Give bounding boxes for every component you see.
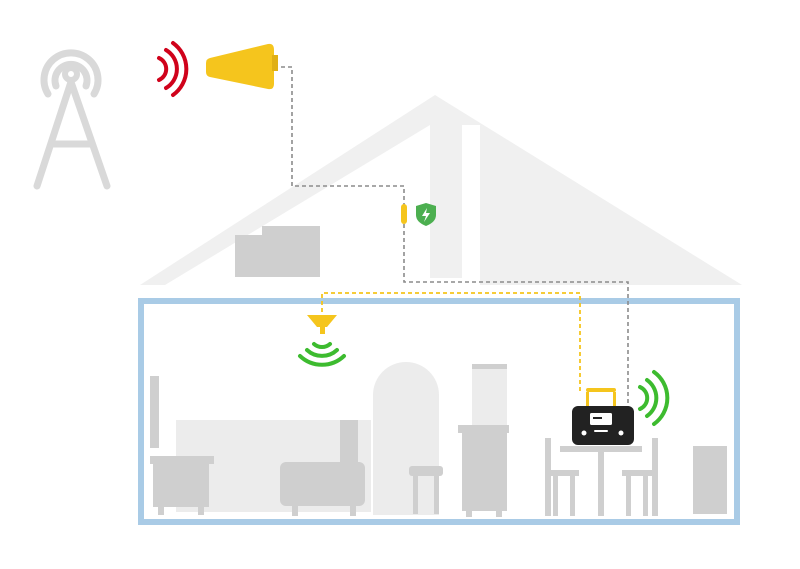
side-table bbox=[153, 464, 209, 507]
dining-table bbox=[560, 446, 642, 452]
dining-set bbox=[545, 438, 658, 516]
attic-box bbox=[235, 235, 320, 277]
indoor-antenna-icon bbox=[307, 315, 337, 334]
weak-signal-icon bbox=[157, 41, 189, 97]
arched-door bbox=[373, 362, 439, 515]
furniture bbox=[150, 362, 727, 517]
surge-protector bbox=[401, 203, 436, 226]
stool bbox=[409, 466, 443, 514]
lightning-shield-icon bbox=[416, 203, 436, 226]
cables bbox=[274, 66, 629, 415]
attic-box-top bbox=[262, 226, 320, 238]
tall-cabinet bbox=[458, 364, 509, 517]
right-cabinet bbox=[693, 446, 727, 514]
cable-outdoor-to-booster bbox=[274, 66, 629, 415]
roof bbox=[140, 95, 742, 285]
cell-tower-icon bbox=[33, 49, 111, 190]
side-table-top bbox=[150, 456, 214, 464]
house-wall bbox=[138, 298, 740, 525]
cable-booster-to-indoor-antenna bbox=[321, 292, 581, 392]
indoor-signal-icon bbox=[298, 342, 346, 367]
outdoor-antenna-icon bbox=[206, 43, 278, 90]
wall-tv bbox=[150, 376, 159, 448]
booster-unit-icon bbox=[572, 388, 634, 445]
booster-signal-icon bbox=[638, 370, 670, 426]
armchair bbox=[280, 420, 365, 516]
